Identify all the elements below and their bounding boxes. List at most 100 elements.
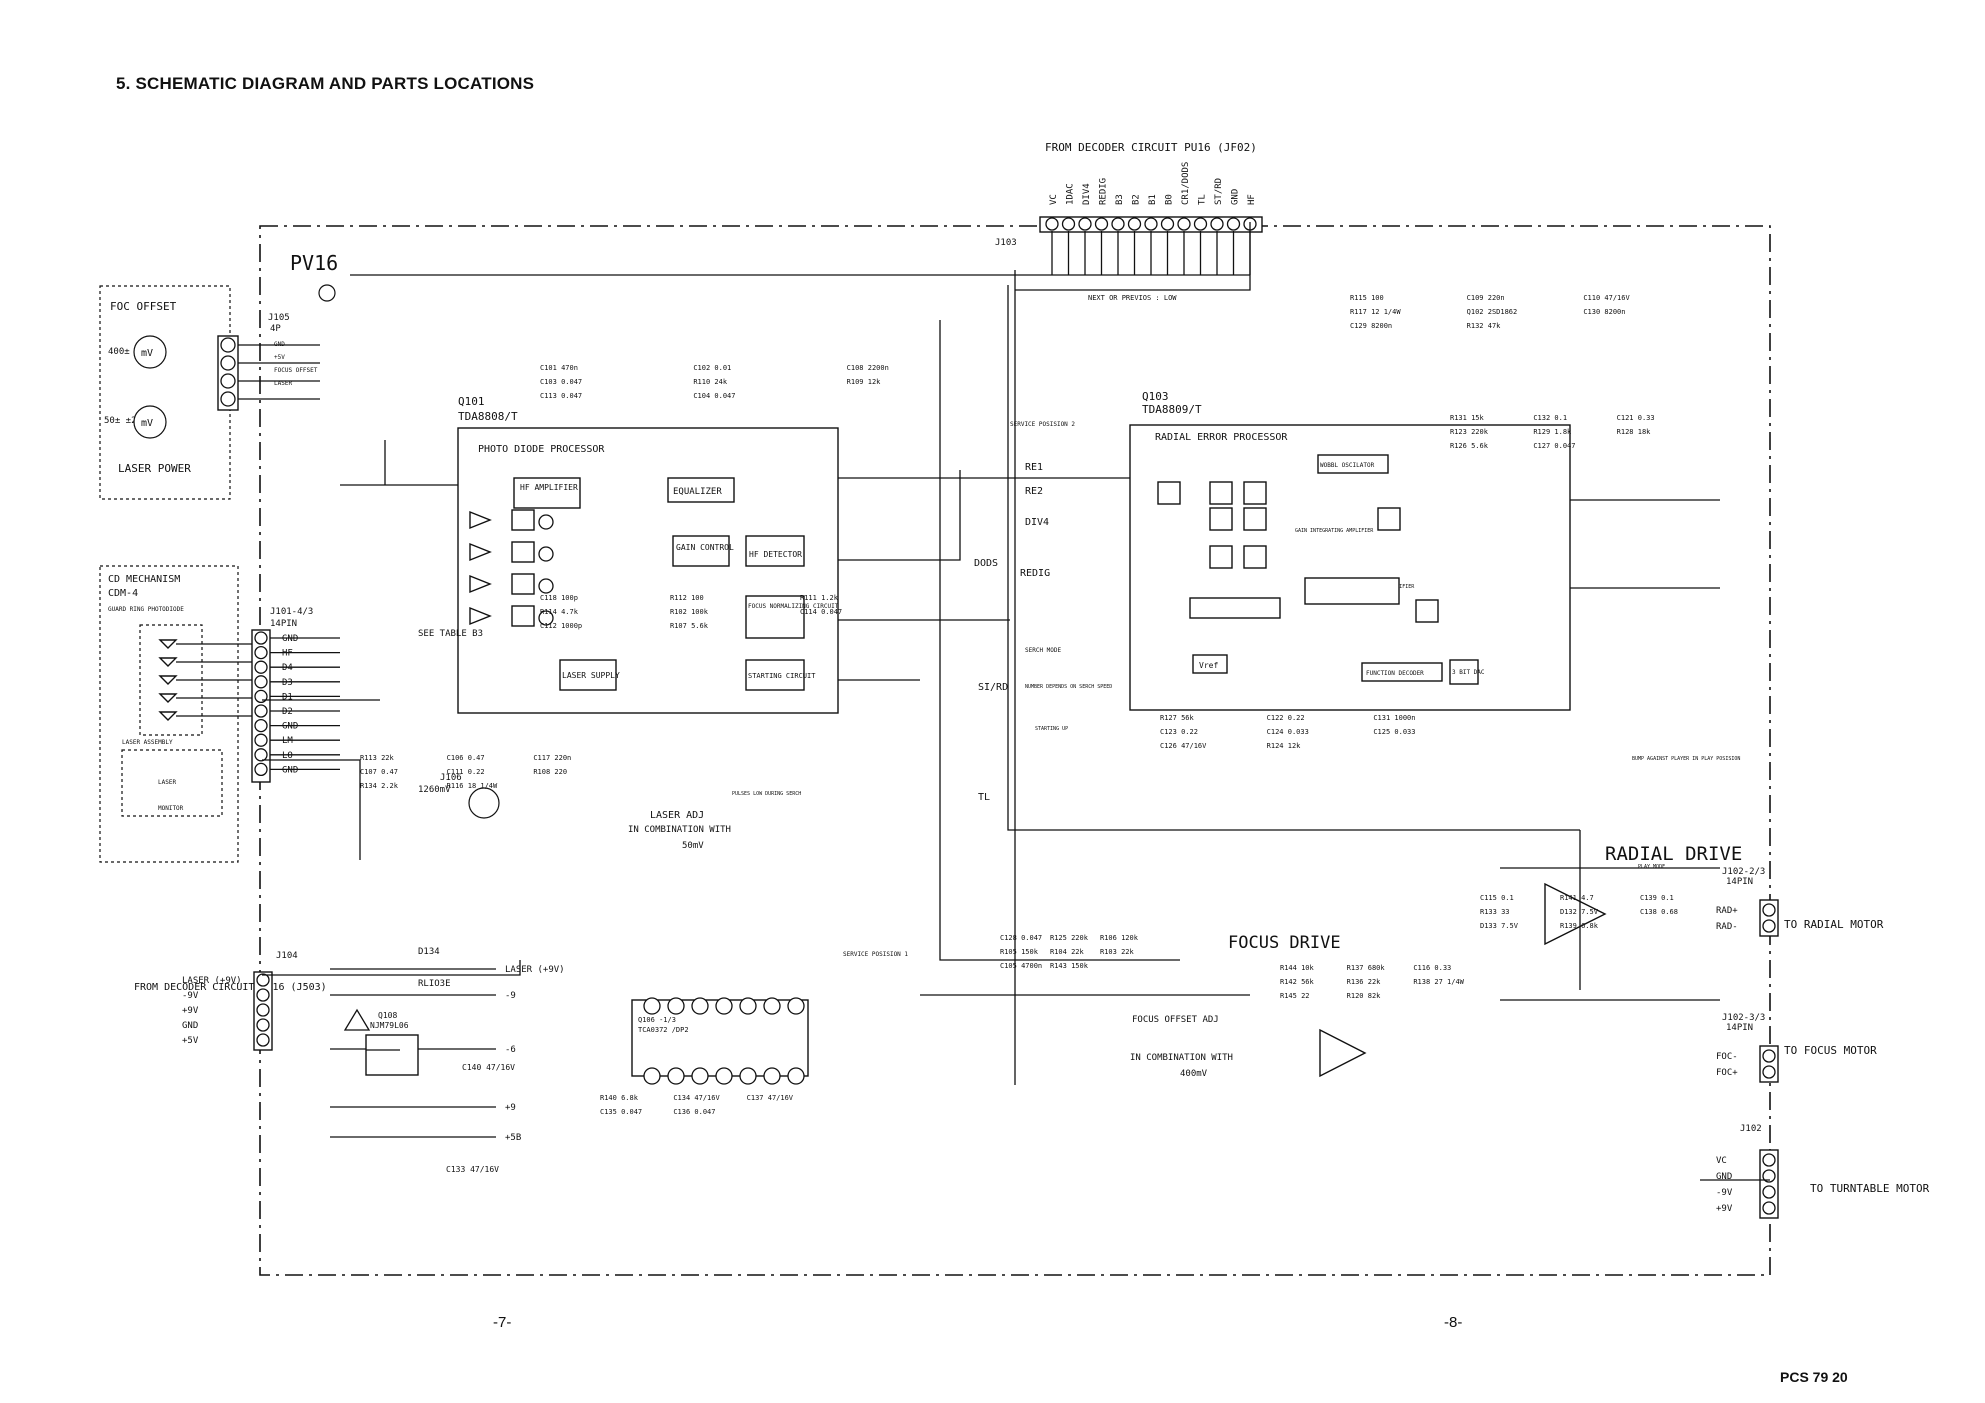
component-label: C134 47/16V bbox=[673, 1094, 720, 1102]
decoder-pin bbox=[1045, 217, 1059, 231]
multiplier-block bbox=[1157, 481, 1181, 505]
component-label: C138 0.68 bbox=[1640, 908, 1678, 916]
connector-pin-label: GND bbox=[1716, 1172, 1732, 1182]
block-equalizer bbox=[667, 477, 735, 503]
pulses-note: PULSES LOW DURING SERCH bbox=[732, 791, 801, 797]
ic-pin bbox=[667, 997, 685, 1015]
j101-pin bbox=[254, 762, 268, 777]
j101-pin-label: D3 bbox=[282, 678, 293, 688]
component-label: C125 0.033 bbox=[1373, 728, 1415, 736]
decoder-pin bbox=[1226, 217, 1241, 231]
radial-drive-title: RADIAL DRIVE bbox=[1605, 843, 1742, 865]
photodiode-amplifiers bbox=[469, 509, 554, 627]
block-hf-detector bbox=[745, 535, 805, 567]
block-vref-label: Vref bbox=[1199, 661, 1218, 670]
power-out-label: LASER (+9V) bbox=[505, 965, 565, 975]
summing-node bbox=[538, 578, 554, 594]
multiplier-block bbox=[1243, 545, 1267, 569]
component-label: C112 1000p bbox=[540, 622, 582, 630]
block-equalizer-label: EQUALIZER bbox=[673, 487, 722, 497]
decoder-pin bbox=[1160, 217, 1175, 231]
ic-pin bbox=[643, 1067, 661, 1085]
input-amplifier bbox=[469, 510, 492, 530]
q101-title: PHOTO DIODE PROCESSOR bbox=[478, 444, 605, 455]
foc-offset-label: FOC OFFSET bbox=[110, 300, 177, 313]
component-label: R126 5.6k bbox=[1450, 442, 1489, 450]
component-label: R142 56k bbox=[1280, 978, 1315, 986]
power-rail-label: -9V bbox=[182, 991, 199, 1001]
block-3bit-dac bbox=[1449, 659, 1479, 685]
block-hf-amplifier bbox=[513, 477, 581, 509]
j105-label: J105 bbox=[268, 313, 290, 323]
radial-motor-label: TO RADIAL MOTOR bbox=[1784, 918, 1884, 931]
offset-amp-block bbox=[1304, 577, 1400, 605]
laser-assembly-label: LASER ASSEMBLY bbox=[122, 739, 173, 746]
j106-label: J106 bbox=[440, 773, 462, 783]
signal-label: SI/RD bbox=[978, 682, 1008, 693]
block-starting-circuit-label: STARTING CIRCUIT bbox=[748, 672, 816, 680]
summing-node bbox=[538, 514, 554, 530]
starting-up-note: STARTING UP bbox=[1035, 726, 1068, 732]
j101-pin-label: LO bbox=[282, 751, 293, 761]
block-3bit-dac-label: 3 BIT DAC bbox=[1452, 669, 1485, 676]
component-label: C104 0.047 bbox=[693, 392, 735, 400]
j102-label: J102 bbox=[1740, 1124, 1762, 1134]
component-label: C111 0.22 bbox=[447, 768, 485, 776]
ic-pin bbox=[667, 1067, 685, 1085]
component-label: C103 0.047 bbox=[540, 378, 582, 386]
component-label: C135 0.047 bbox=[600, 1108, 642, 1116]
warning-icon bbox=[343, 1008, 371, 1031]
q101-ref: Q101 bbox=[458, 395, 485, 408]
connector-pin-label: FOC- bbox=[1716, 1052, 1738, 1062]
connector-pin-label: RAD+ bbox=[1716, 906, 1738, 916]
filter-block bbox=[511, 573, 535, 595]
component-label: R103 22k bbox=[1100, 948, 1135, 956]
component-label: C101 470n bbox=[540, 364, 578, 372]
component-label: R127 56k bbox=[1160, 714, 1195, 722]
decoder-pin bbox=[1078, 217, 1092, 231]
input-amplifier bbox=[469, 542, 492, 562]
connector-pin bbox=[1762, 1049, 1776, 1063]
ic-pin bbox=[739, 997, 757, 1015]
radial-opamp bbox=[1544, 882, 1607, 946]
j105-pin bbox=[220, 373, 236, 389]
decoder-pin bbox=[1210, 217, 1224, 231]
j101-pin bbox=[254, 675, 268, 689]
component-label: C109 220n bbox=[1467, 294, 1505, 302]
component-label: R108 220 bbox=[533, 768, 567, 776]
j101-pins: 14PIN bbox=[270, 619, 297, 629]
input-amplifier bbox=[469, 606, 492, 626]
q106-ref: Q106 -1/3 bbox=[638, 1016, 676, 1024]
laser-power-value: 50± ±2± bbox=[104, 416, 143, 426]
component-label: R112 100 bbox=[670, 594, 704, 602]
j101-pin bbox=[254, 645, 268, 660]
page-title: 5. SCHEMATIC DIAGRAM AND PARTS LOCATIONS bbox=[116, 74, 535, 93]
component-label: C106 0.47 bbox=[447, 754, 485, 762]
next-prev-note: NEXT OR PREVIOS : LOW bbox=[1088, 294, 1177, 302]
power-out-label: +5B bbox=[505, 1133, 521, 1143]
bus-line bbox=[1015, 222, 1251, 291]
q101-part: TDA8808/T bbox=[458, 410, 518, 423]
cd-model-label: CDM-4 bbox=[108, 588, 138, 599]
cd-mechanism-label: CD MECHANISM bbox=[108, 574, 180, 585]
component-label: R109 12k bbox=[847, 378, 882, 386]
ic-pin bbox=[643, 997, 661, 1015]
component-label: D133 7.5V bbox=[1480, 922, 1519, 930]
photodiode-icon bbox=[158, 675, 178, 685]
power-out-label: -9 bbox=[505, 991, 516, 1001]
component-label: C107 0.47 bbox=[360, 768, 398, 776]
power-pin bbox=[256, 1033, 270, 1047]
component-label: R124 12k bbox=[1267, 742, 1302, 750]
decoder-pin bbox=[1144, 217, 1158, 231]
page-number-right: -8- bbox=[1444, 1314, 1463, 1331]
j102-3-pins: 14PIN bbox=[1726, 1023, 1753, 1033]
component-label: R129 1.8k bbox=[1533, 428, 1572, 436]
see-table-note: SEE TABLE B3 bbox=[418, 629, 483, 639]
component-label: R136 22k bbox=[1347, 978, 1382, 986]
power-rail-label: +9V bbox=[182, 1006, 199, 1016]
cd-mechanism-box bbox=[99, 565, 239, 863]
j101-pin bbox=[254, 631, 268, 645]
block-laser-supply bbox=[559, 659, 617, 691]
